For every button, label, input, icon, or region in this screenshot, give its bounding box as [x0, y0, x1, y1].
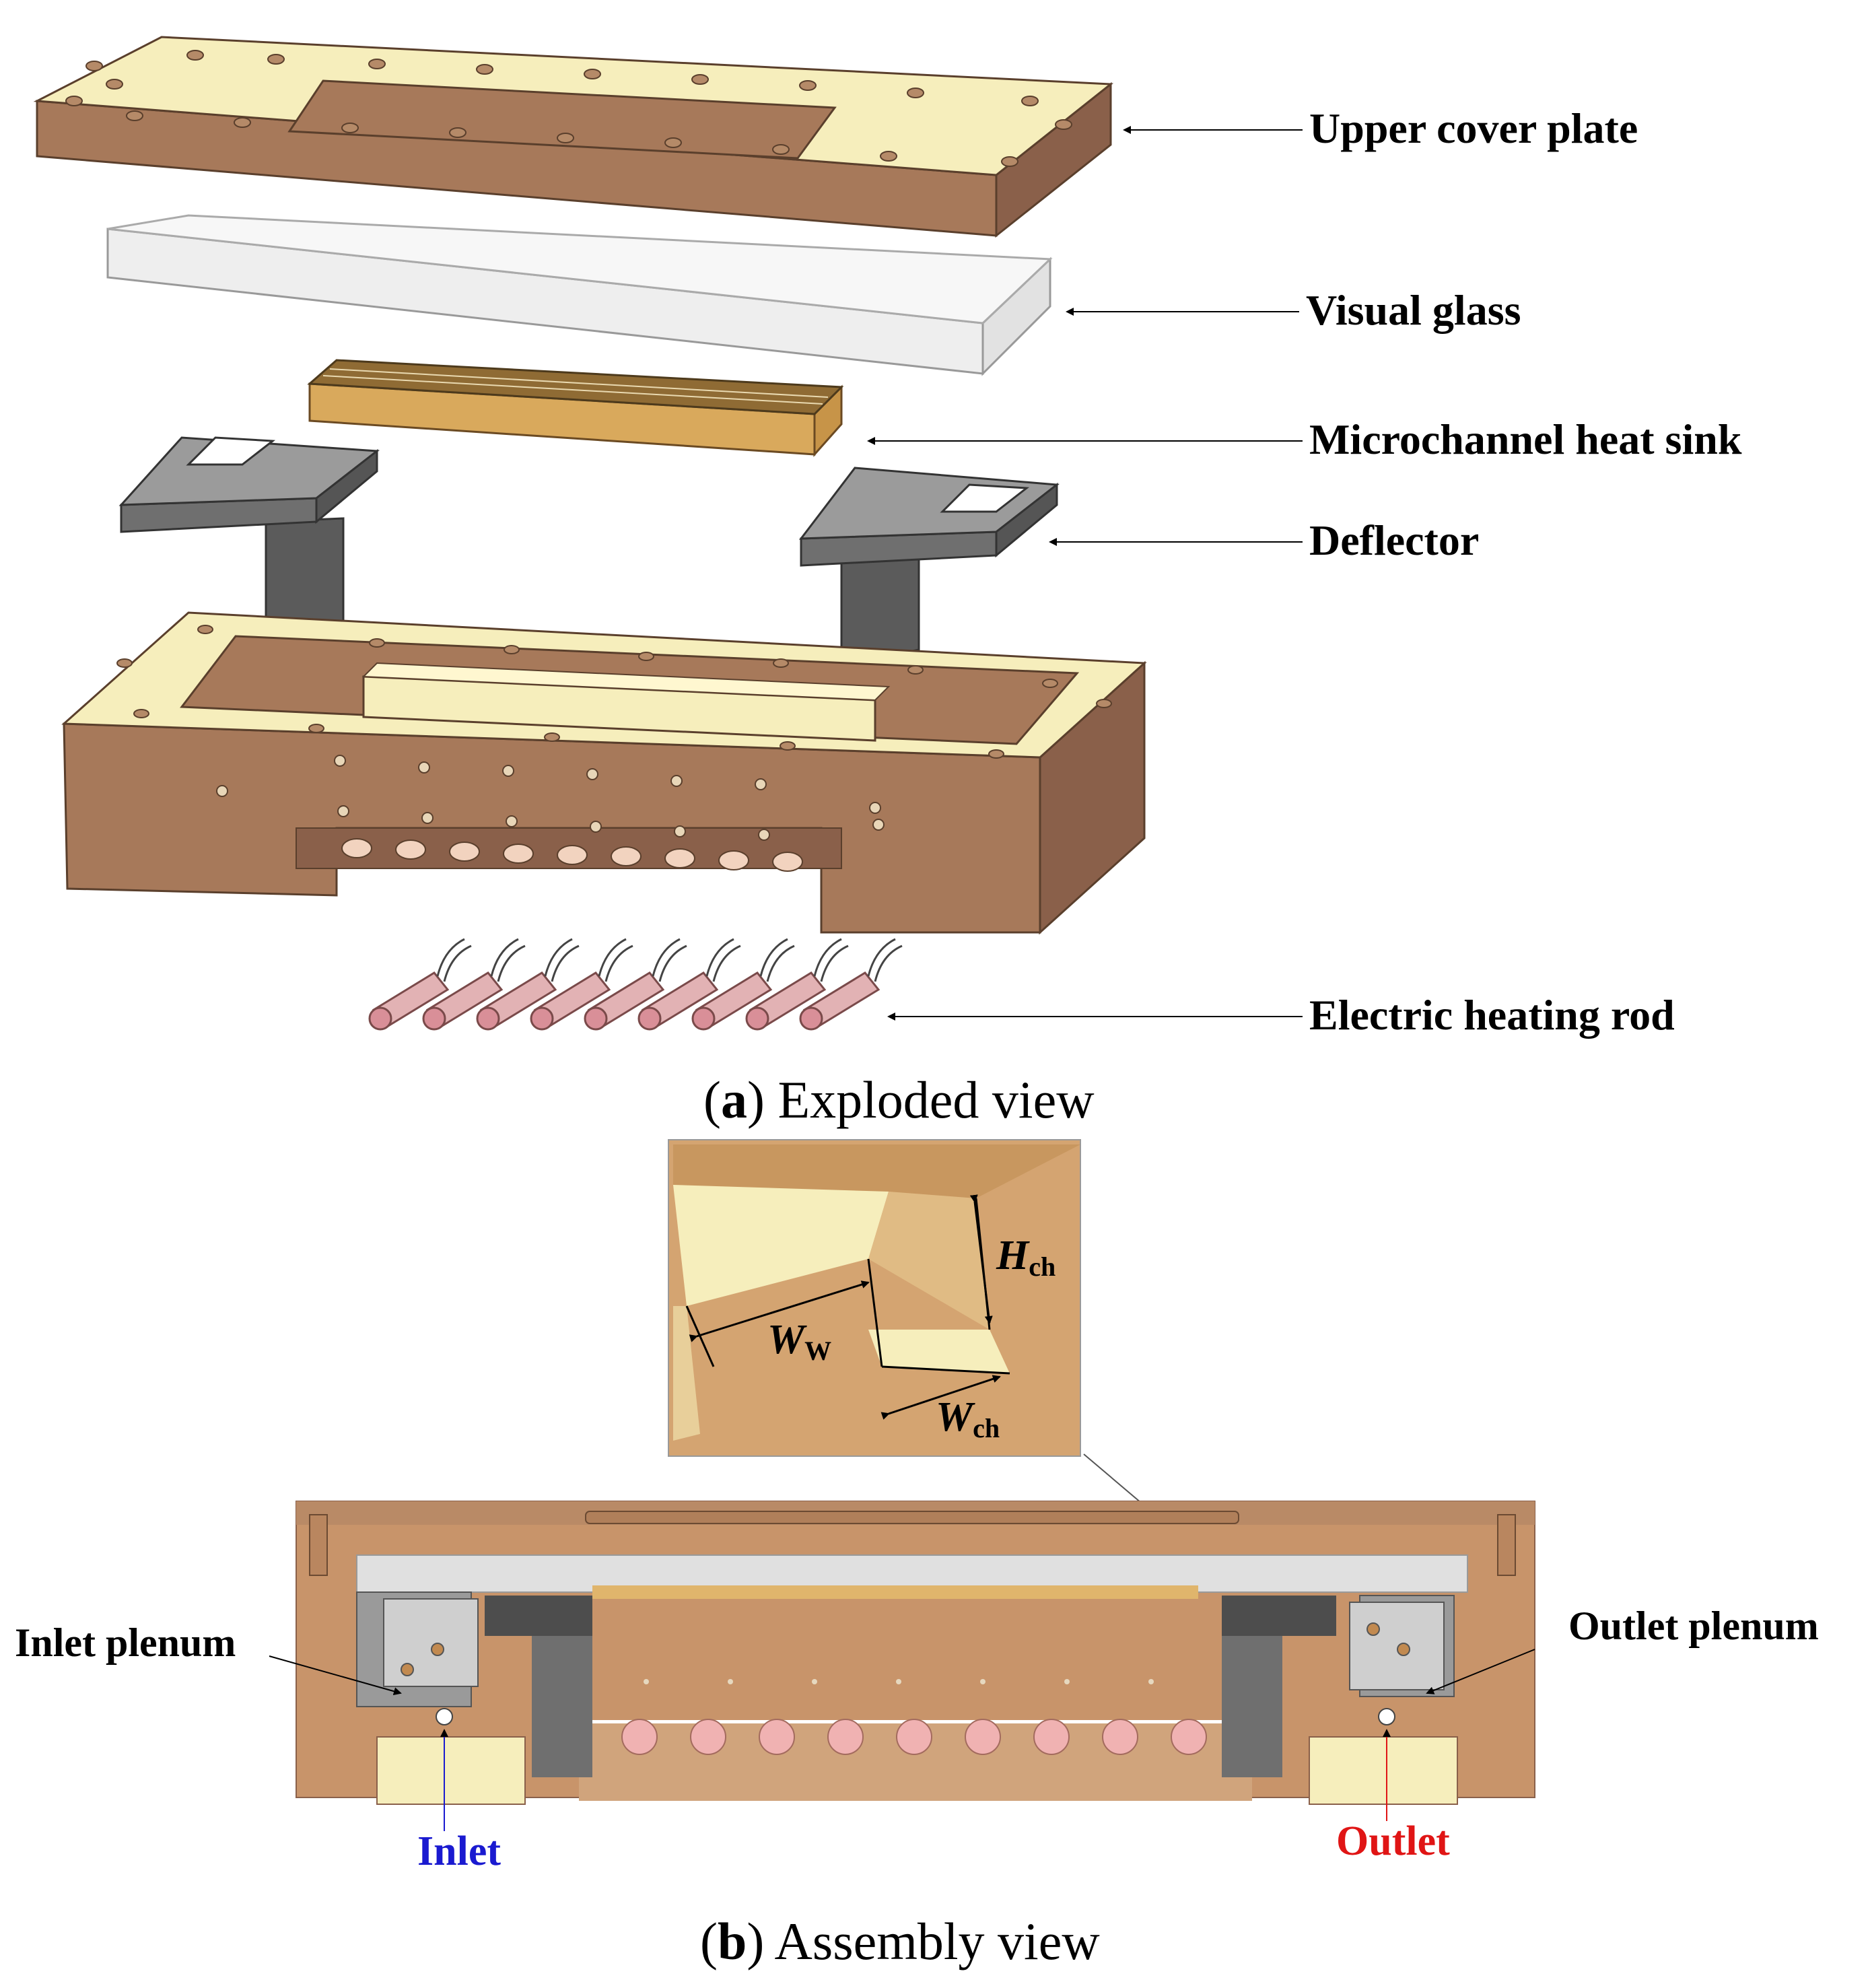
electric-heating-rods: [368, 938, 903, 1031]
dim-w-w: WW: [767, 1317, 831, 1366]
caption-assembly-text: Assembly view: [775, 1912, 1100, 1970]
label-inlet: Inlet: [417, 1828, 501, 1874]
label-electric-heating-rod: Electric heating rod: [1309, 991, 1675, 1039]
deflector-right: [798, 467, 1060, 668]
exploded-view: Upper cover plate Visual glass Microchan…: [33, 36, 1742, 1129]
caption-exploded: (a) Exploded view: [703, 1070, 1095, 1129]
outlet-port: [1378, 1708, 1395, 1725]
caption-exploded-text: Exploded view: [777, 1070, 1094, 1129]
visual-glass: [106, 214, 1053, 376]
base-bolt-holes: [116, 625, 1112, 759]
dim-h-ch: Hch: [996, 1233, 1056, 1282]
assembly-small-holes: [644, 1679, 1154, 1684]
label-upper-cover-plate: Upper cover plate: [1309, 104, 1638, 152]
base-block: [61, 611, 1147, 935]
base-side-holes: [216, 755, 885, 841]
base-rod-holes: [341, 838, 803, 872]
label-deflector: Deflector: [1309, 516, 1479, 564]
deflector-left: [118, 436, 380, 638]
label-outlet-plenum: Outlet plenum: [1568, 1604, 1819, 1648]
caption-assembly-letter: b: [718, 1912, 747, 1970]
inlet-port: [436, 1708, 453, 1725]
label-outlet: Outlet: [1336, 1818, 1450, 1864]
assembly-body: [296, 1501, 1535, 1805]
caption-exploded-letter: a: [721, 1070, 747, 1129]
exploded-leader-lines: [867, 126, 1303, 1021]
label-microchannel-heat-sink: Microchannel heat sink: [1309, 415, 1742, 463]
label-inlet-plenum: Inlet plenum: [15, 1620, 236, 1665]
microchannel-heat-sink: [307, 359, 844, 457]
caption-assembly: (b) Assembly view: [700, 1912, 1100, 1970]
assembly-leader-lines: [269, 1649, 1535, 1831]
detail-inset: Hch WW Wch: [668, 1139, 1081, 1457]
plenum-screws: [401, 1622, 1410, 1676]
cover-bolt-holes: [65, 50, 1072, 167]
dim-w-ch: Wch: [936, 1394, 1000, 1443]
assembly-view: Hch WW Wch: [15, 1139, 1819, 1970]
upper-cover-plate: [33, 36, 1114, 238]
label-visual-glass: Visual glass: [1306, 286, 1521, 334]
assembly-rod-holes: [621, 1719, 1207, 1755]
